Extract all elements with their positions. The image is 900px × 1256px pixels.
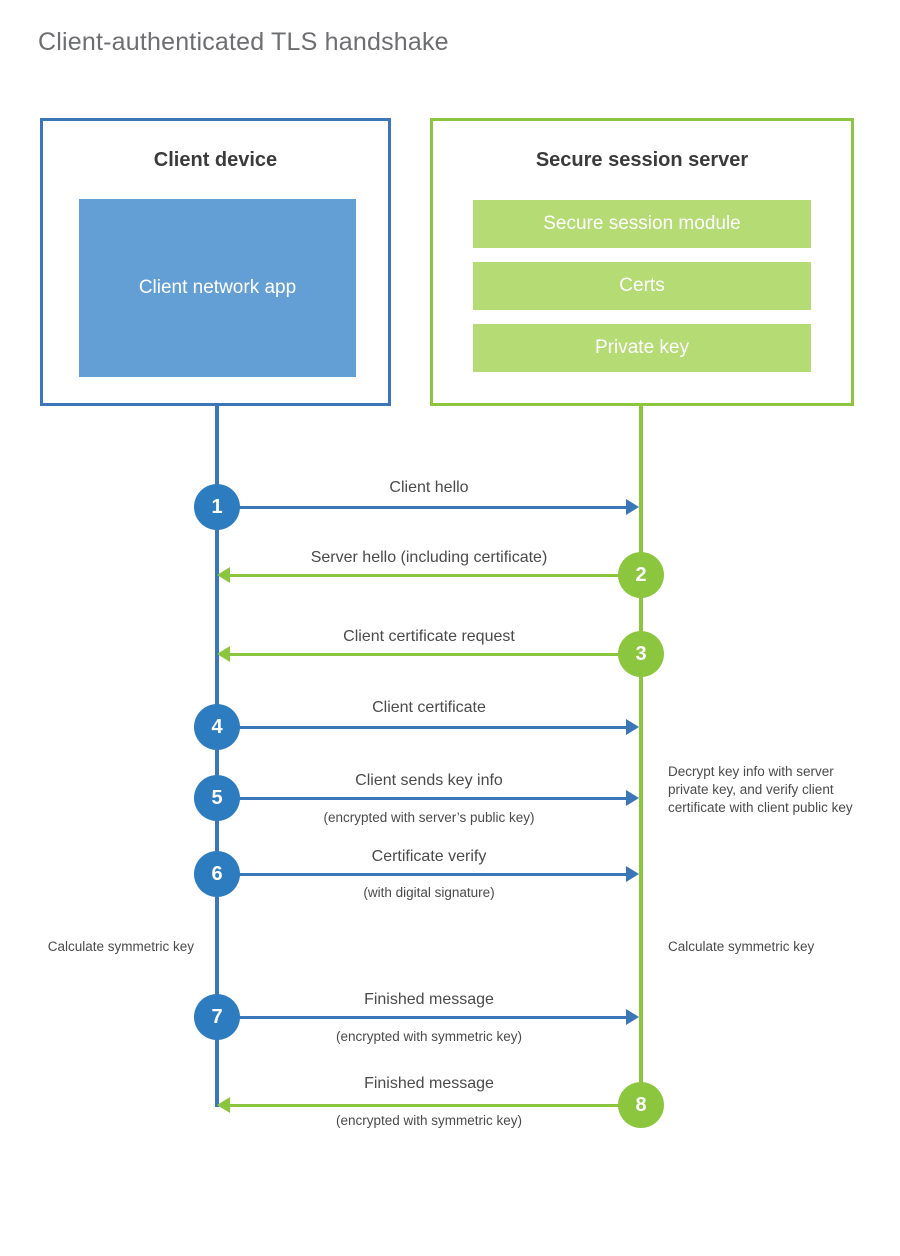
- message-label-6: Certificate verify: [371, 848, 487, 865]
- message-sublabel-6: (with digital signature): [363, 885, 495, 900]
- arrowhead-right-icon: [626, 866, 639, 882]
- page-title: Client-authenticated TLS handshake: [38, 28, 449, 56]
- message-label-5: Client sends key info: [355, 772, 503, 789]
- message-arrow-line-5: [217, 797, 629, 800]
- client-device-title: Client device: [153, 149, 278, 171]
- arrowhead-right-icon: [626, 499, 639, 515]
- client-device-box: Client device Client network app: [40, 118, 391, 406]
- client-network-app-block: Client network app: [79, 199, 356, 377]
- message-label-8: Finished message: [364, 1075, 494, 1092]
- step-circle-2: 2: [618, 552, 664, 598]
- step-circle-6: 6: [194, 851, 240, 897]
- note-server-calculate-symmetric-key: Calculate symmetric key: [668, 939, 815, 954]
- arrowhead-left-icon: [217, 567, 230, 583]
- client-lifeline: [215, 405, 219, 1107]
- message-arrow-line-6: [217, 873, 629, 876]
- server-lifeline: [639, 405, 643, 1107]
- message-arrow-line-8: [229, 1104, 641, 1107]
- note-server-decrypt: Decrypt key info with server private key…: [668, 764, 853, 816]
- message-label-4: Client certificate: [372, 699, 486, 716]
- step-circle-5: 5: [194, 775, 240, 821]
- message-sublabel-7: (encrypted with symmetric key): [335, 1029, 523, 1044]
- arrowhead-left-icon: [217, 646, 230, 662]
- server-component-private-key: Private key: [473, 324, 811, 372]
- message-label-1: Client hello: [389, 479, 469, 496]
- step-circle-8: 8: [618, 1082, 664, 1128]
- message-arrow-line-1: [217, 506, 629, 509]
- message-sublabel-8: (encrypted with symmetric key): [335, 1113, 523, 1128]
- message-arrow-line-7: [217, 1016, 629, 1019]
- server-component-secure-session-module: Secure session module: [473, 200, 811, 248]
- server-component-certs: Certs: [473, 262, 811, 310]
- step-circle-1: 1: [194, 484, 240, 530]
- step-circle-4: 4: [194, 704, 240, 750]
- message-label-2: Server hello (including certificate): [310, 549, 548, 566]
- message-arrow-line-3: [229, 653, 641, 656]
- step-circle-3: 3: [618, 631, 664, 677]
- message-sublabel-5: (encrypted with server’s public key): [323, 810, 535, 825]
- note-client-calculate-symmetric-key: Calculate symmetric key: [47, 939, 194, 954]
- message-label-3: Client certificate request: [343, 628, 515, 645]
- message-arrow-line-2: [229, 574, 641, 577]
- secure-session-server-title: Secure session server: [535, 149, 749, 171]
- message-arrow-line-4: [217, 726, 629, 729]
- arrowhead-right-icon: [626, 1009, 639, 1025]
- message-label-7: Finished message: [364, 991, 494, 1008]
- arrowhead-left-icon: [217, 1097, 230, 1113]
- arrowhead-right-icon: [626, 719, 639, 735]
- secure-session-server-box: Secure session server Secure session mod…: [430, 118, 854, 406]
- step-circle-7: 7: [194, 994, 240, 1040]
- arrowhead-right-icon: [626, 790, 639, 806]
